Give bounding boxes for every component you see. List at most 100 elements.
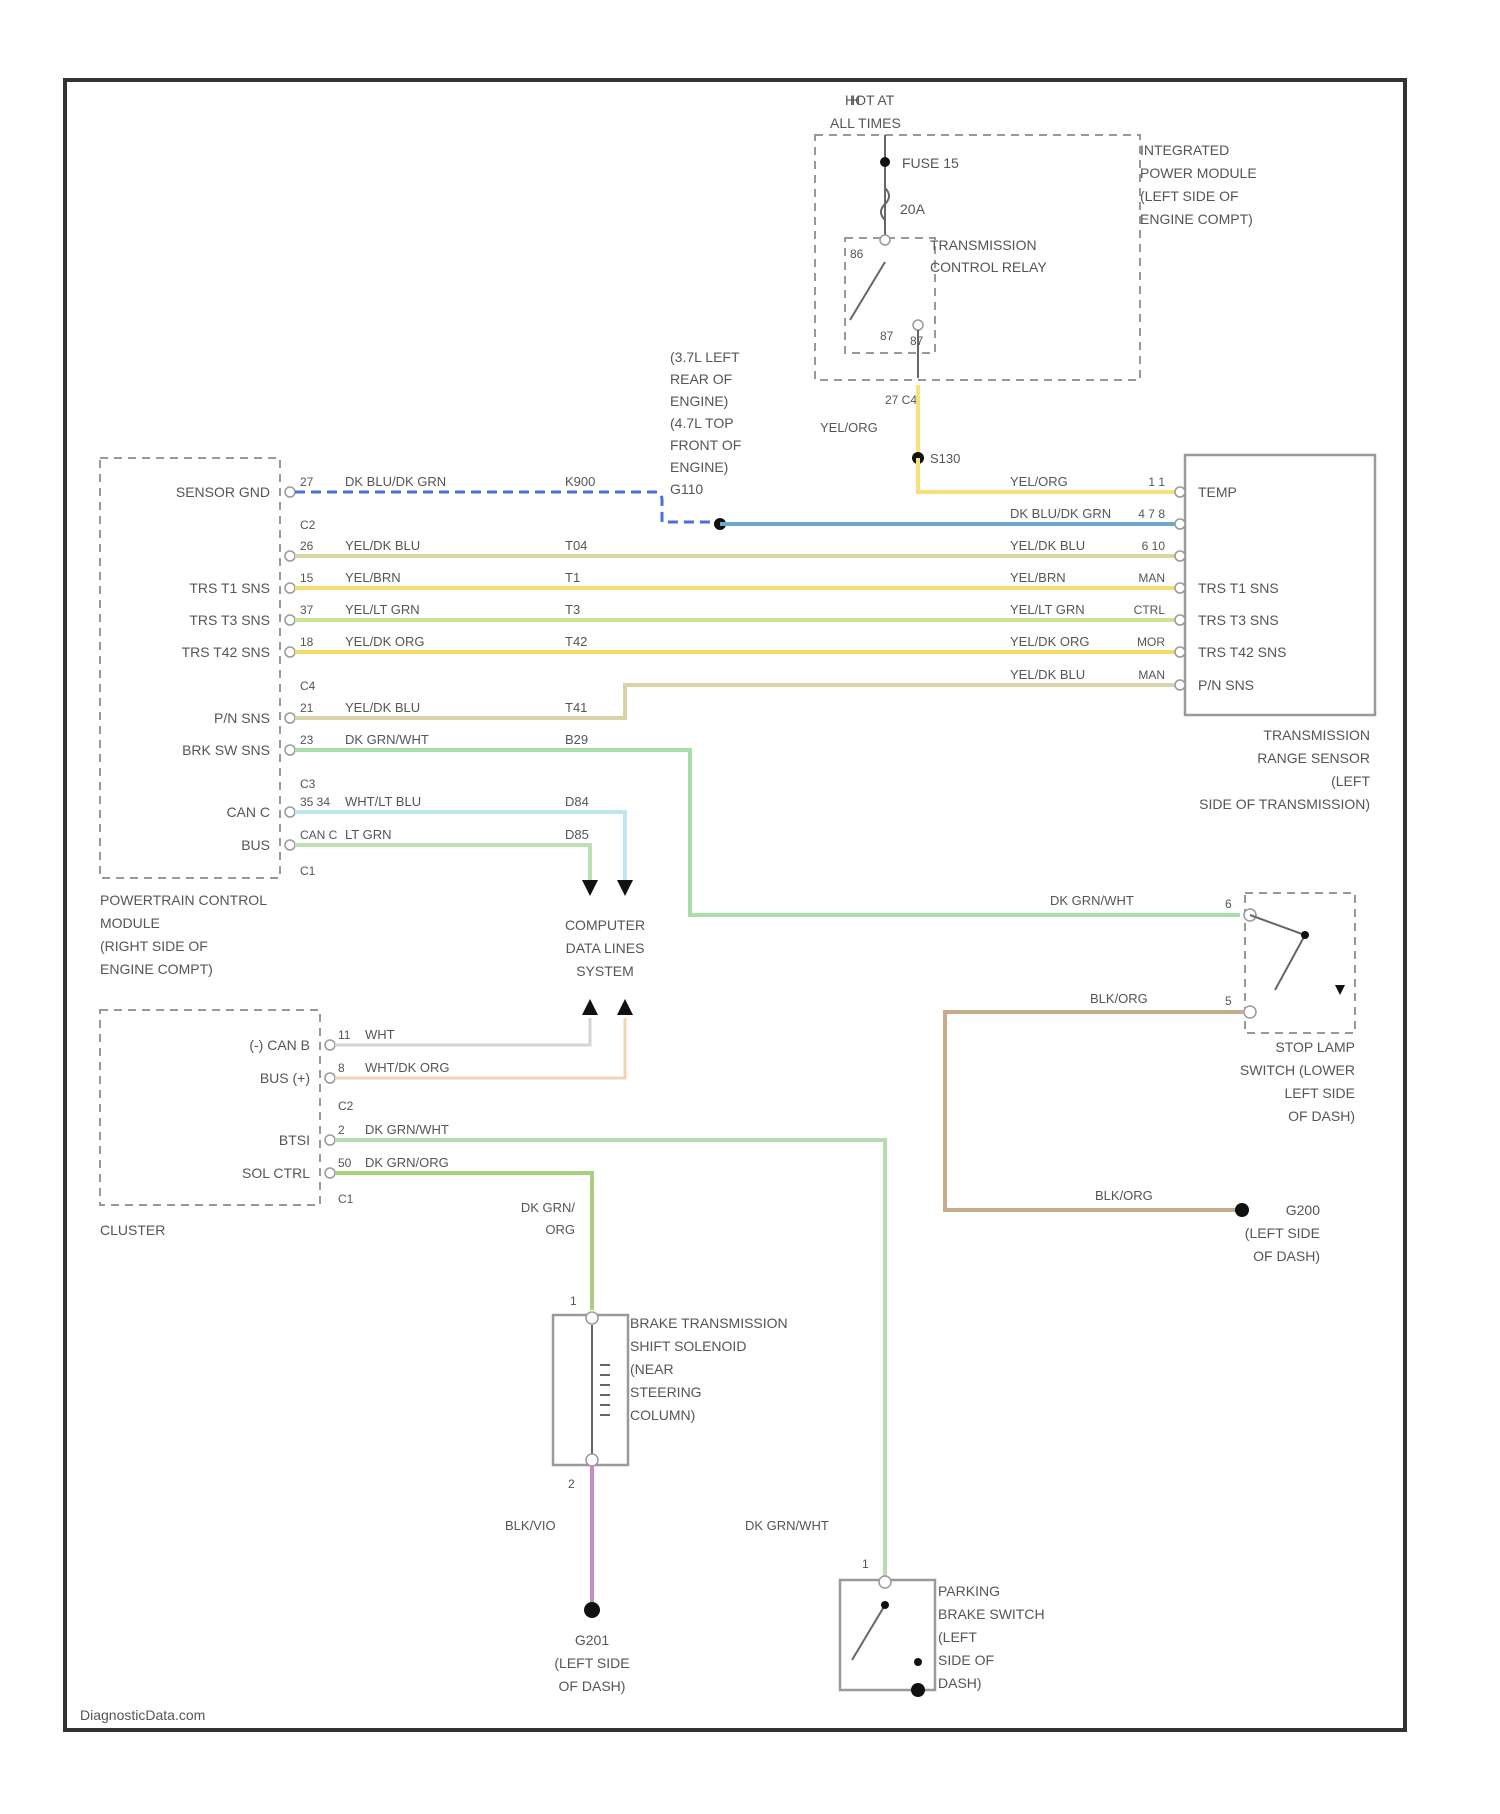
pcm-pin-number: 21 — [300, 701, 314, 715]
relay-switch-icon — [850, 262, 885, 320]
park-pin-1 — [879, 1576, 891, 1588]
pcm-circuit-id: T04 — [565, 538, 587, 553]
solenoid-pin-in-label: 1 — [570, 1294, 577, 1308]
lt-grn-can-wire — [295, 845, 590, 880]
pcm-wire-color: YEL/LT GRN — [345, 602, 420, 617]
trs-pin-name: P/N SNS — [1198, 677, 1254, 693]
trs-wire-color: YEL/DK BLU — [1010, 667, 1085, 682]
cdl-arrow-down-1-icon — [582, 880, 598, 896]
relay-contact-icon — [913, 320, 923, 330]
cluster-pin-terminal — [325, 1168, 335, 1178]
svg-text:DK GRN/ORG: DK GRN/ORG — [521, 1200, 576, 1237]
trs-wire-color: YEL/BRN — [1010, 570, 1066, 585]
trs-pin-terminal — [1175, 680, 1185, 690]
pcm-pin-number: 26 — [300, 539, 314, 553]
pcm-pin-name: BRK SW SNS — [182, 742, 270, 758]
pcm-pin-number: 15 — [300, 571, 314, 585]
trs-pin-terminal — [1175, 519, 1185, 529]
park-switch-icon — [852, 1605, 885, 1660]
solenoid-wire-out-label: BLK/VIO — [505, 1518, 556, 1533]
cluster-pin-terminal — [325, 1040, 335, 1050]
trs-pin-terminal — [1175, 583, 1185, 593]
pcm-circuit-id: T1 — [565, 570, 580, 585]
trs-pin-number: CTRL — [1134, 603, 1166, 617]
stop-switch-icon — [1250, 915, 1305, 990]
relay-label: TRANSMISSIONCONTROL RELAY — [930, 237, 1047, 275]
trs-pins: TEMPYEL/ORG1 1DK BLU/DK GRN4 7 8YEL/DK B… — [1010, 474, 1286, 693]
fuse-amp-label: 20A — [900, 201, 926, 217]
cluster-pin-name: BTSI — [279, 1132, 310, 1148]
pcm-wire-color: DK BLU/DK GRN — [345, 474, 446, 489]
ground-g110-label: (3.7L LEFTREAR OFENGINE)(4.7L TOPFRONT O… — [670, 349, 741, 497]
pcm-circuit-id: B29 — [565, 732, 588, 747]
trs-pin-name: TRS T42 SNS — [1198, 644, 1286, 660]
stop-wire-out-label: BLK/ORG — [1090, 991, 1148, 1006]
trs-pin-number: 6 10 — [1142, 539, 1166, 553]
stop-contact-icon — [1335, 985, 1345, 995]
pcm-circuit-id: T3 — [565, 602, 580, 617]
cluster-label: CLUSTER — [100, 1222, 165, 1238]
pcm-pin-terminal — [285, 551, 295, 561]
stop-switch-box — [1245, 893, 1355, 1033]
hot-line-1: HOT AT — [845, 92, 895, 108]
trs-pin-name: TRS T1 SNS — [1198, 580, 1279, 596]
pcm-pin-number: 23 — [300, 733, 314, 747]
solenoid-pin-1 — [586, 1312, 598, 1324]
cdl-arrow-down-2-icon — [617, 880, 633, 896]
hot-at-all-times-text: HOT AT ALL TIMES — [830, 92, 901, 131]
pcm-pin-terminal — [285, 583, 295, 593]
yel-dk-blu-pn-wire — [295, 685, 1175, 718]
pcm-pin-number: C1 — [300, 864, 316, 878]
park-switch-box — [840, 1580, 935, 1690]
cluster-wire-color: DK GRN/WHT — [365, 1122, 449, 1137]
pcm-pin-number: C2 — [300, 518, 316, 532]
pcm-pin-name: BUS — [241, 837, 270, 853]
trs-pin-name: TRS T3 SNS — [1198, 612, 1279, 628]
pcm-wire-color: YEL/BRN — [345, 570, 401, 585]
pcm-pin-terminal — [285, 647, 295, 657]
solenoid-wire-in-label: DK GRN/ORG — [521, 1200, 576, 1237]
stop-pin-in-label: 6 — [1225, 897, 1232, 911]
solenoid-box — [553, 1315, 628, 1465]
pcm-pin-terminal — [285, 745, 295, 755]
dk-grn-org-sol-wire — [335, 1173, 592, 1310]
park-contact-node — [914, 1658, 922, 1666]
power-wire-label: YEL/ORG — [820, 420, 878, 435]
trs-pin-terminal — [1175, 615, 1185, 625]
solenoid-pin-2 — [586, 1454, 598, 1466]
trs-pin-number: 1 1 — [1148, 475, 1165, 489]
stop-ground-wire-label: BLK/ORG — [1095, 1188, 1153, 1203]
solenoid-pin-out-label: 2 — [568, 1477, 575, 1491]
cluster-pin-number: C2 — [338, 1099, 354, 1113]
pcm-pin-name: TRS T42 SNS — [182, 644, 270, 660]
pcm-pins: SENSOR GND27DK BLU/DK GRNK900C226YEL/DK … — [176, 474, 596, 878]
pcm-wire-color: YEL/DK BLU — [345, 538, 420, 553]
hot-line-2: ALL TIMES — [830, 115, 901, 131]
cluster-wire-color: WHT — [365, 1027, 395, 1042]
pcm-pin-number: C4 — [300, 679, 316, 693]
pcm-pin-number: C3 — [300, 777, 316, 791]
trs-pin-number: MAN — [1138, 571, 1165, 585]
pcm-pin-terminal — [285, 713, 295, 723]
pcm-pin-number: 37 — [300, 603, 314, 617]
cluster-pin-number: 8 — [338, 1061, 345, 1075]
pcm-circuit-id: T41 — [565, 700, 587, 715]
pcm-pin-name: P/N SNS — [214, 710, 270, 726]
pcm-circuit-id: D84 — [565, 794, 589, 809]
pcm-circuit-id: D85 — [565, 827, 589, 842]
svg-text:BRAKE TRANSMISSIONSHIFT SOLENO: BRAKE TRANSMISSIONSHIFT SOLENOID(NEARSTE… — [630, 1315, 788, 1423]
ground-g201-node — [584, 1602, 600, 1618]
svg-text:POWERTRAIN CONTROLMODULE(RIGHT: POWERTRAIN CONTROLMODULE(RIGHT SIDE OFEN… — [100, 892, 267, 977]
trs-wire-color: DK BLU/DK GRN — [1010, 506, 1111, 521]
cluster-pin-name: BUS (+) — [260, 1070, 310, 1086]
relay-pin-a: 86 — [850, 247, 864, 261]
trs-wire-color: YEL/ORG — [1010, 474, 1068, 489]
park-ground-node — [911, 1683, 925, 1697]
cluster-pin-number: 2 — [338, 1123, 345, 1137]
solenoid-label: BRAKE TRANSMISSIONSHIFT SOLENOID(NEARSTE… — [630, 1315, 788, 1423]
